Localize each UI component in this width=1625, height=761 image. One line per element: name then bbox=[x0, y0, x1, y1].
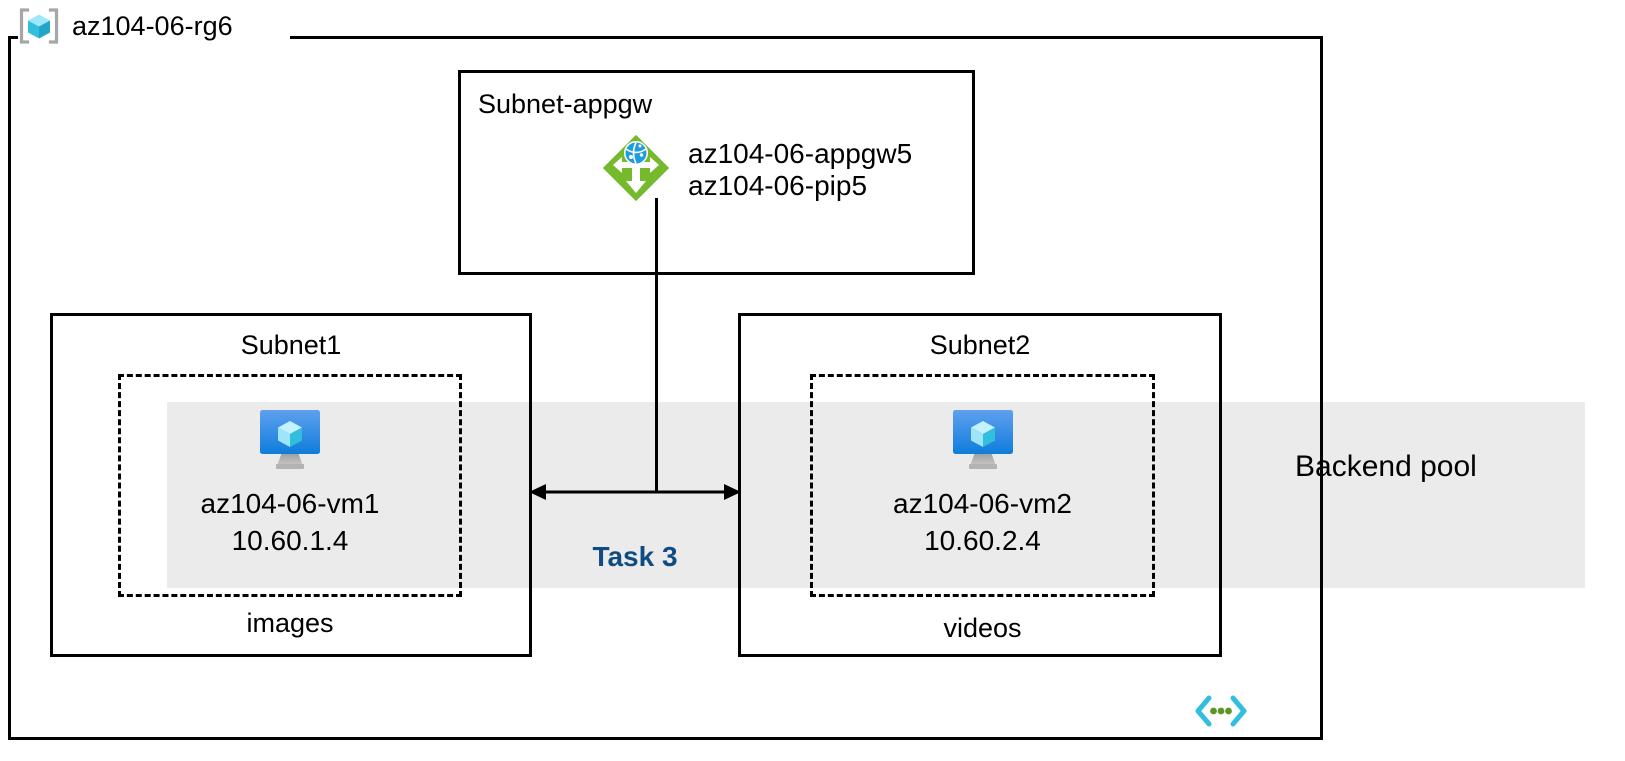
resource-group-header: az104-06-rg6 bbox=[18, 4, 233, 48]
virtual-machine-icon bbox=[810, 404, 1155, 474]
subnet2-title: Subnet2 bbox=[929, 330, 1031, 360]
resource-group-cube-icon bbox=[18, 8, 60, 44]
subnet1-container-caption: images bbox=[246, 608, 334, 638]
vm1-name: az104-06-vm1 bbox=[200, 488, 380, 519]
subnet1-title: Subnet1 bbox=[240, 330, 342, 360]
resource-group-container bbox=[8, 36, 1323, 740]
task-3-label: Task 3 bbox=[592, 541, 678, 572]
subnet1-box: Subnet1 bbox=[50, 313, 532, 657]
subnet-appgw-title: Subnet-appgw bbox=[478, 89, 653, 119]
application-gateway-icon bbox=[600, 132, 672, 204]
vm1-group: az104-06-vm1 10.60.1.4 bbox=[118, 404, 462, 555]
vm2-group: az104-06-vm2 10.60.2.4 bbox=[810, 404, 1155, 555]
appgw-resource-name: az104-06-appgw5 bbox=[688, 138, 913, 169]
vm1-ip: 10.60.1.4 bbox=[231, 525, 349, 556]
subnet2-dashed-boundary bbox=[810, 374, 1155, 597]
application-gateway-group: az104-06-appgw5 az104-06-pip5 bbox=[600, 132, 912, 204]
resource-group-name: az104-06-rg6 bbox=[72, 10, 233, 41]
virtual-machine-icon bbox=[118, 404, 462, 474]
subnet-bidirectional-arrow bbox=[529, 476, 741, 508]
vm2-ip: 10.60.2.4 bbox=[924, 525, 1041, 556]
subnet2-box: Subnet2 bbox=[738, 313, 1222, 657]
subnet2-container-caption: videos bbox=[943, 613, 1022, 643]
gateway-vertical-connector bbox=[655, 198, 658, 492]
appgw-public-ip-name: az104-06-pip5 bbox=[688, 170, 868, 202]
subnet-code-brackets-icon bbox=[1194, 694, 1248, 728]
subnet1-dashed-boundary bbox=[118, 374, 462, 597]
backend-pool-band bbox=[167, 402, 1585, 588]
vm2-name: az104-06-vm2 bbox=[893, 488, 1072, 519]
backend-pool-label: Backend pool bbox=[1295, 450, 1477, 483]
application-gateway-labels: az104-06-appgw5 az104-06-pip5 bbox=[688, 132, 912, 203]
subnet-appgw-box: Subnet-appgw bbox=[458, 70, 975, 275]
resource-group-label-mask bbox=[18, 26, 290, 48]
